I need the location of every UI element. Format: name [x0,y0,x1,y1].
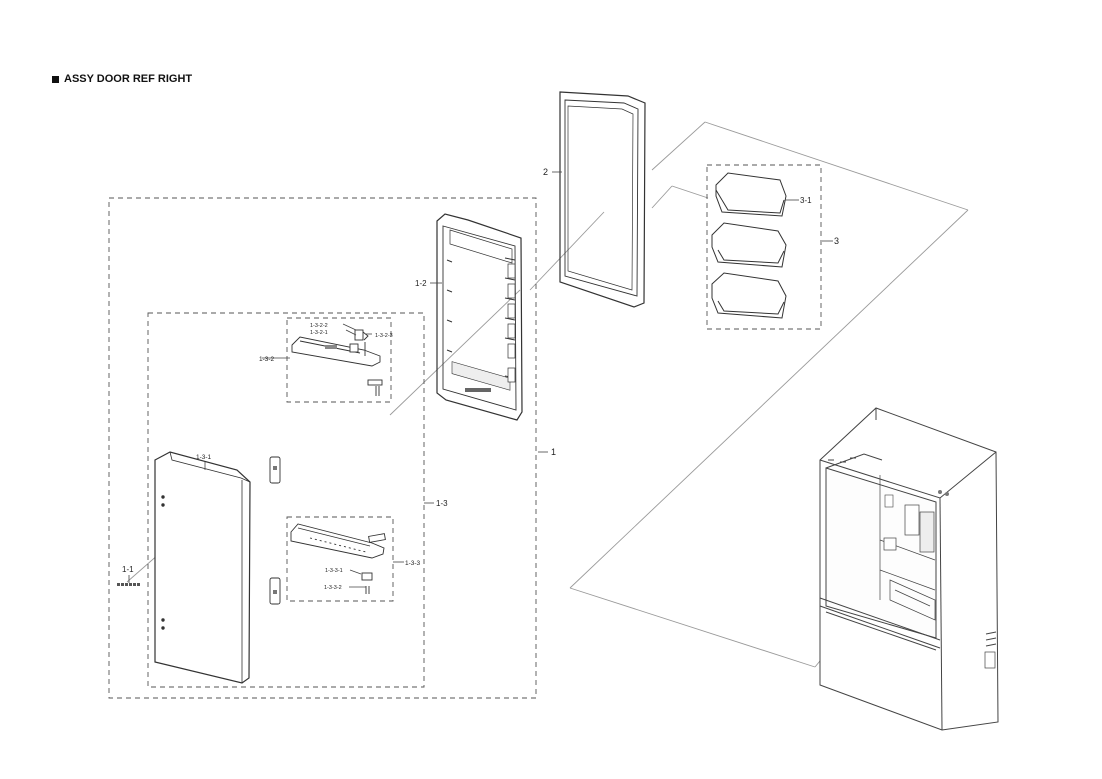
diagram-title: ASSY DOOR REF RIGHT [52,73,192,85]
leader-lines [128,171,833,588]
assembly-1-3-3-box [286,516,394,602]
door-liner-part [436,213,523,421]
door-bins-part [711,172,787,319]
label-1-3-2-3: 1-3-2-3 [375,333,393,339]
hinge-caps [269,456,281,605]
lower-cap-deco-part [290,523,386,594]
outer-door-panel-part [154,451,251,684]
label-1-3-2-1: 1-3-2-1 [310,330,328,336]
label-1-3-2: 1-3-2 [259,356,275,363]
label-1-3-3-2: 1-3-3-2 [324,585,342,591]
label-1-3-3-1: 1-3-3-1 [325,568,343,574]
assembly-3-box [706,164,822,330]
assembly-1-3-2-box [286,317,392,403]
label-3: 3 [834,236,839,246]
screws-part [117,583,140,586]
part-labels: 2 3-1 3 1-2 1 1-3 1-3-2 1-3-2-2 1-3-2-1 … [122,167,839,591]
label-1-1: 1-1 [122,565,134,574]
upper-cap-deco-part [291,329,383,396]
label-1-3-3: 1-3-3 [405,560,421,567]
assembly-1-box [108,197,537,699]
diagram-title-text: ASSY DOOR REF RIGHT [64,73,193,85]
label-1-2: 1-2 [415,279,427,288]
label-3-1: 3-1 [800,196,812,205]
assembly-1-3-box [147,312,425,688]
dashed-group-boxes [108,164,822,699]
gasket-part [559,91,646,308]
label-1-3-1: 1-3-1 [196,454,212,461]
label-1-3: 1-3 [436,499,448,508]
label-1-3-2-2: 1-3-2-2 [310,323,328,329]
label-1: 1 [551,447,556,457]
refrigerator-overview [819,407,999,731]
label-2: 2 [543,167,548,177]
title-square-icon [52,75,59,83]
